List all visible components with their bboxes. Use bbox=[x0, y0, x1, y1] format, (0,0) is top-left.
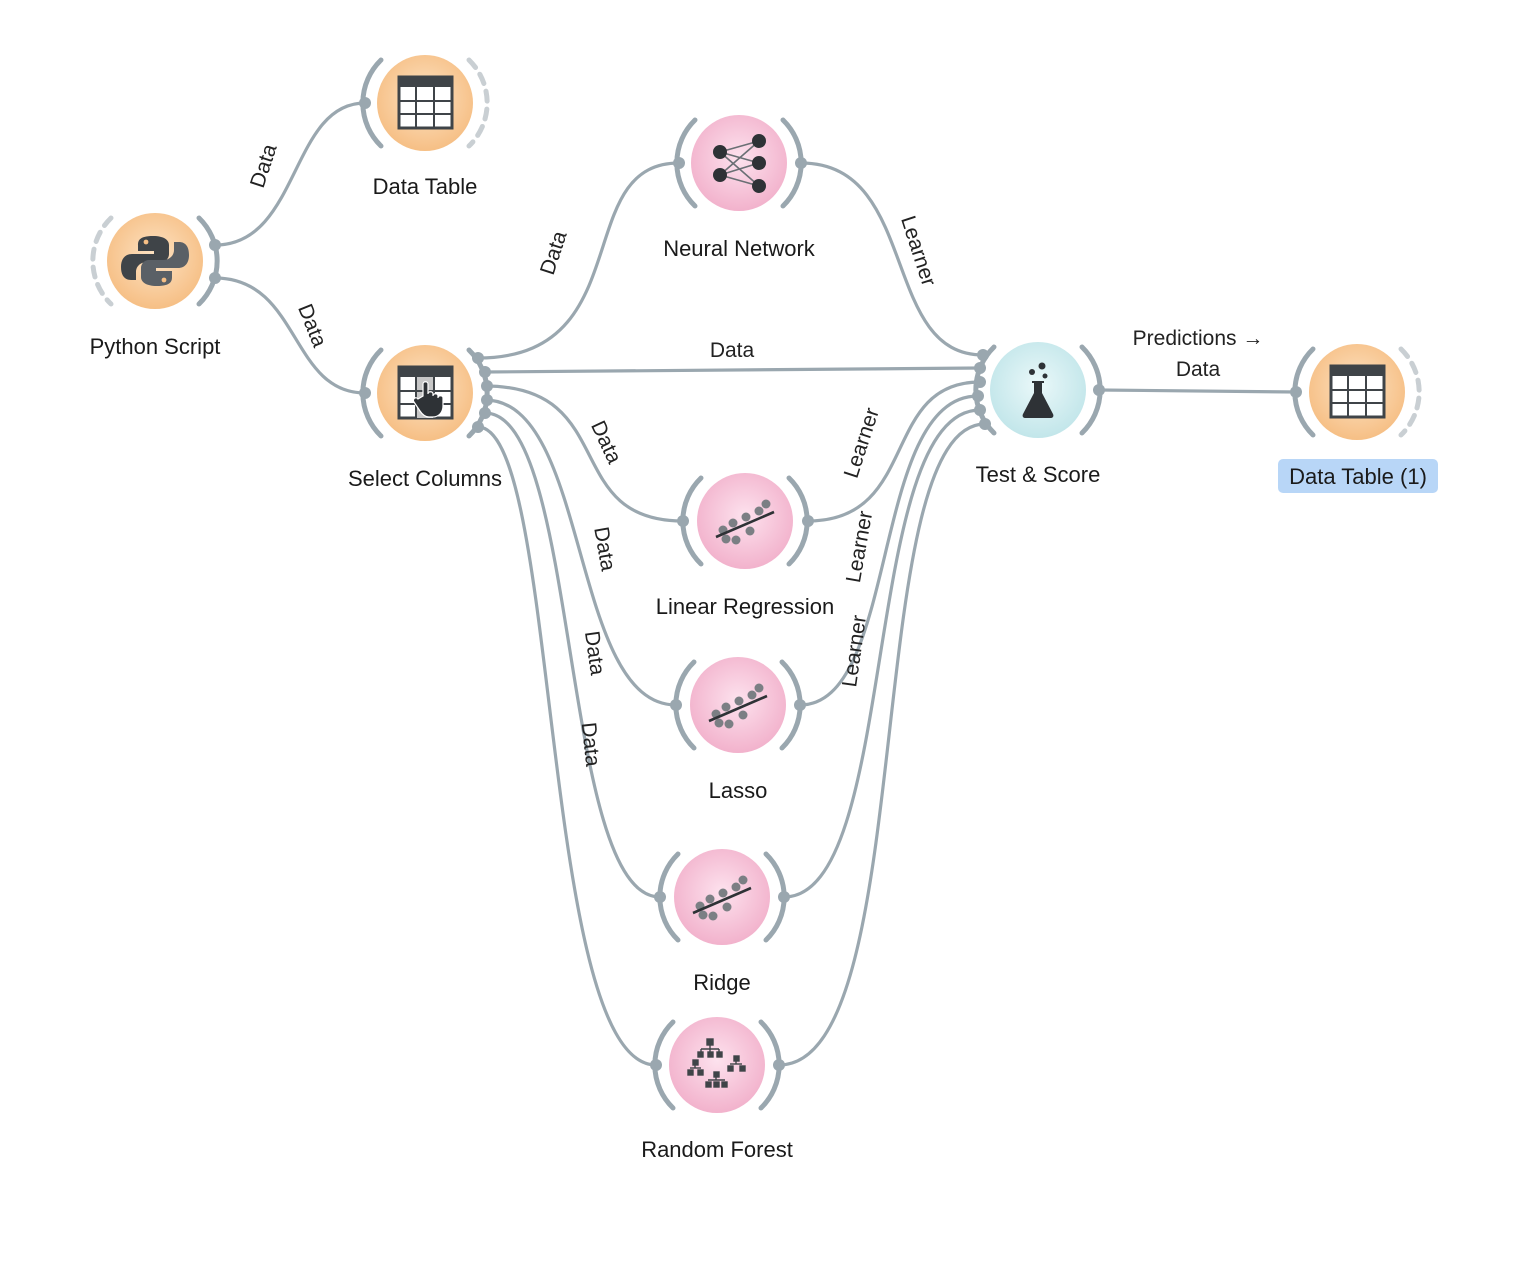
output-anchor[interactable] bbox=[1093, 384, 1105, 396]
node-label: Test & Score bbox=[976, 462, 1101, 487]
node-linear-regression[interactable]: Linear Regression bbox=[656, 473, 835, 619]
output-anchor[interactable] bbox=[472, 421, 484, 433]
input-anchor[interactable] bbox=[650, 1059, 662, 1071]
neural-network-icon bbox=[713, 134, 766, 193]
output-anchor[interactable] bbox=[209, 272, 221, 284]
node-circle bbox=[691, 115, 787, 211]
table-icon bbox=[397, 75, 454, 130]
link-label: Data bbox=[577, 721, 605, 768]
regression-icon bbox=[715, 499, 775, 545]
link-select-to-neural-network[interactable] bbox=[477, 161, 680, 360]
link-python-to-datatable[interactable] bbox=[214, 101, 366, 247]
input-anchor[interactable] bbox=[677, 515, 689, 527]
node-python-script[interactable]: Python Script bbox=[90, 213, 221, 359]
output-anchor[interactable] bbox=[479, 366, 491, 378]
node-label: Ridge bbox=[693, 970, 750, 995]
link-label: Data bbox=[589, 525, 619, 573]
output-anchor[interactable] bbox=[802, 515, 814, 527]
links-layer bbox=[214, 101, 1297, 1067]
node-label: Select Columns bbox=[348, 466, 502, 491]
node-label: Python Script bbox=[90, 334, 221, 359]
link-label: Data bbox=[1176, 358, 1221, 381]
link-random-forest-to-test-score[interactable] bbox=[778, 422, 986, 1067]
link-select-to-lasso[interactable] bbox=[484, 398, 677, 707]
link-select-to-ridge[interactable] bbox=[484, 411, 661, 899]
input-anchor[interactable] bbox=[359, 387, 371, 399]
flask-icon bbox=[1022, 362, 1054, 418]
node-data-table[interactable]: Data Table bbox=[359, 55, 490, 199]
output-anchor[interactable] bbox=[778, 891, 790, 903]
node-lasso[interactable]: Lasso bbox=[670, 657, 806, 803]
selection-highlight bbox=[1278, 459, 1438, 493]
link-select-to-linear-regression[interactable] bbox=[484, 384, 684, 523]
link-ridge-to-test-score[interactable] bbox=[783, 408, 981, 899]
input-anchor[interactable] bbox=[1290, 386, 1302, 398]
link-linear-regression-to-test-score[interactable] bbox=[807, 380, 981, 523]
link-test-score-to-datatable1[interactable] bbox=[1098, 388, 1297, 394]
random-forest-icon bbox=[687, 1038, 746, 1088]
node-label: Linear Regression bbox=[656, 594, 835, 619]
link-label: Learner bbox=[842, 509, 877, 584]
node-ridge[interactable]: Ridge bbox=[654, 849, 790, 995]
input-anchor[interactable] bbox=[974, 362, 986, 374]
link-label: Learner bbox=[838, 614, 871, 689]
node-select-columns[interactable]: Select Columns bbox=[348, 345, 502, 491]
link-python-to-select[interactable] bbox=[214, 276, 366, 395]
node-random-forest[interactable]: Random Forest bbox=[641, 1017, 793, 1162]
select-columns-icon bbox=[397, 365, 454, 420]
link-label: Learner bbox=[896, 213, 940, 289]
link-label: Data bbox=[246, 141, 282, 191]
table-icon bbox=[1329, 364, 1386, 419]
input-anchor[interactable] bbox=[974, 376, 986, 388]
link-label: Learner bbox=[840, 405, 884, 481]
output-anchor[interactable] bbox=[481, 380, 493, 392]
link-select-to-test-score[interactable] bbox=[484, 366, 981, 374]
regression-icon bbox=[692, 875, 752, 921]
node-data-table-1[interactable]: Data Table (1) bbox=[1278, 344, 1438, 493]
node-label: Data Table bbox=[373, 174, 478, 199]
output-anchor[interactable] bbox=[479, 407, 491, 419]
node-label: Lasso bbox=[709, 778, 768, 803]
regression-icon bbox=[708, 683, 768, 729]
output-anchor[interactable] bbox=[209, 239, 221, 251]
input-anchor[interactable] bbox=[359, 97, 371, 109]
output-anchor[interactable] bbox=[794, 699, 806, 711]
output-anchor[interactable] bbox=[481, 394, 493, 406]
node-circle bbox=[669, 1017, 765, 1113]
python-icon bbox=[121, 236, 189, 286]
output-anchor[interactable] bbox=[795, 157, 807, 169]
output-anchor[interactable] bbox=[773, 1059, 785, 1071]
node-label: Data Table (1) bbox=[1289, 464, 1427, 489]
output-anchor[interactable] bbox=[472, 352, 484, 364]
input-anchor[interactable] bbox=[670, 699, 682, 711]
input-anchor[interactable] bbox=[979, 418, 991, 430]
node-test-and-score[interactable]: Test & Score bbox=[972, 342, 1105, 487]
input-anchor[interactable] bbox=[673, 157, 685, 169]
node-label: Neural Network bbox=[663, 236, 816, 261]
node-neural-network[interactable]: Neural Network bbox=[663, 115, 816, 261]
input-anchor[interactable] bbox=[972, 390, 984, 402]
link-label: Predictions → bbox=[1133, 327, 1264, 350]
link-neural-network-to-test-score[interactable] bbox=[800, 161, 984, 357]
input-anchor[interactable] bbox=[974, 404, 986, 416]
link-lasso-to-test-score[interactable] bbox=[799, 394, 979, 707]
link-label: Data bbox=[536, 228, 572, 278]
link-select-to-random-forest[interactable] bbox=[477, 425, 657, 1067]
link-label: Data bbox=[580, 630, 609, 677]
link-label: Data bbox=[710, 339, 755, 362]
input-anchor[interactable] bbox=[977, 349, 989, 361]
input-anchor[interactable] bbox=[654, 891, 666, 903]
node-label: Random Forest bbox=[641, 1137, 793, 1162]
